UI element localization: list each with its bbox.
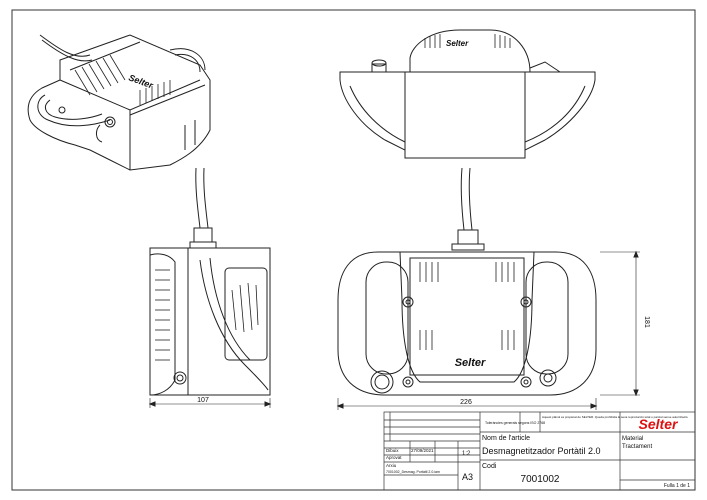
item-name-value: Desmagnetitzador Portàtil 2.0 <box>482 446 601 456</box>
file-label: Arxiu <box>386 463 397 468</box>
isometric-view <box>27 34 211 171</box>
side-width-dimension: 107 <box>197 397 209 404</box>
format-value: A3 <box>462 472 473 482</box>
front-width-dimension: 226 <box>460 399 472 406</box>
drawn-by-label: Dibuix <box>386 448 399 453</box>
front-height-dimension: 181 <box>643 316 650 328</box>
file-value: 7001002_Desmag. Portàtil 2.0.iam <box>386 470 440 474</box>
scale-value: 1:2 <box>462 451 471 457</box>
brand-logo: Selter <box>639 416 679 432</box>
item-name-label: Nom de l'article <box>482 435 530 442</box>
drawing-date: 27/09/2021 <box>411 448 434 453</box>
material-label: Material <box>622 436 643 442</box>
top-view-logo-text: Selter <box>446 39 469 48</box>
rights-note: Aquest plànol es propietat de SELTER. Qu… <box>542 415 689 419</box>
top-view <box>339 29 596 159</box>
sheet-number: Fulla 1 de 1 <box>664 483 690 489</box>
code-label: Codi <box>482 463 497 470</box>
tolerances-note: Toleràncies generals segons ISO 2768 <box>485 421 545 425</box>
approved-by-label: Aprovat <box>386 455 402 460</box>
iso-logo-text: Selter <box>127 72 154 90</box>
side-view <box>148 167 272 408</box>
front-view <box>336 167 640 410</box>
sheet-border <box>11 9 696 491</box>
title-block <box>383 411 696 491</box>
front-view-logo-text: Selter <box>455 357 486 369</box>
material-value: Tractament <box>622 444 652 450</box>
code-value: 7001002 <box>521 474 560 485</box>
